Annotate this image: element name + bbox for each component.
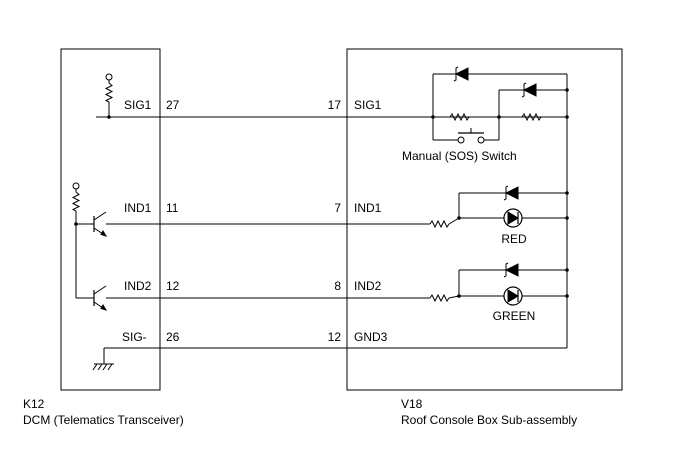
ind-pullup-resistor [71, 182, 81, 298]
right-pin-12: 12 [328, 330, 342, 344]
left-pin-27: 27 [166, 98, 180, 112]
right-pin-8: 8 [334, 279, 341, 293]
right-pin-17: 17 [328, 98, 342, 112]
ground-symbol [92, 348, 114, 371]
red-led [459, 208, 567, 228]
right-signal-ind1: IND1 [354, 201, 382, 215]
left-signal-ind1: IND1 [124, 201, 152, 215]
ind2-transistor [76, 285, 108, 311]
ind1-zener-diode [459, 185, 567, 201]
sig1-pullup-resistor [104, 73, 114, 119]
left-pin-11: 11 [166, 201, 179, 215]
right-signal-sig1: SIG1 [354, 98, 382, 112]
left-signal-sig1: SIG1 [124, 98, 152, 112]
red-led-label: RED [501, 232, 527, 246]
left-signal-ind2: IND2 [124, 279, 152, 293]
green-led [459, 286, 567, 306]
left-signal-sig-: SIG- [122, 330, 147, 344]
ind2-resistor [429, 270, 460, 303]
left-pin-12: 12 [166, 279, 180, 293]
right-pin-7: 7 [334, 201, 341, 215]
roof-console-box [346, 48, 623, 391]
left-connector-code: K12 [23, 397, 45, 411]
right-signal-ind2: IND2 [354, 279, 382, 293]
sig1-resistor-1 [449, 112, 470, 122]
ind1-resistor [429, 193, 460, 229]
ind2-zener-diode [459, 262, 567, 278]
switch-label: Manual (SOS) Switch [402, 149, 517, 163]
right-connector-name: Roof Console Box Sub-assembly [401, 413, 577, 427]
left-connector-name: DCM (Telematics Transceiver) [23, 413, 184, 427]
dcm-connector-box [60, 48, 161, 391]
sig1-resistor-2 [521, 112, 542, 122]
ind1-transistor [76, 211, 108, 237]
green-led-label: GREEN [493, 309, 536, 323]
left-pin-26: 26 [166, 330, 180, 344]
right-connector-code: V18 [401, 397, 423, 411]
right-signal-gnd3: GND3 [354, 330, 388, 344]
sig1-zener-diode-2 [498, 82, 567, 117]
manual-sos-switch[interactable] [433, 117, 500, 144]
sig1-zener-diode-1 [432, 66, 567, 140]
